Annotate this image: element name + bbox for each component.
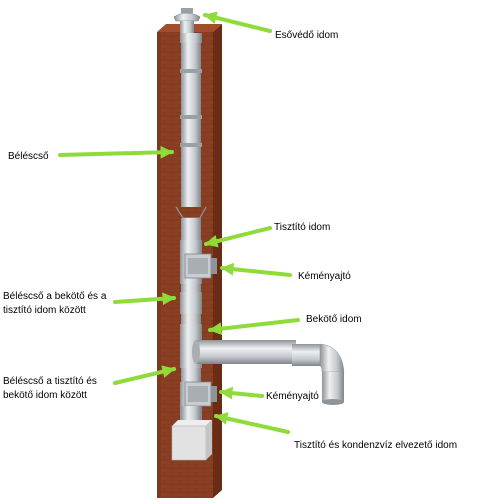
arrow-condensate-piece [214,412,290,434]
label-liner-between-connector-cleaning-line2: tisztító idom között [3,305,86,316]
label-liner: Béléscső [8,151,49,162]
callout-arrows [58,11,300,434]
label-liner-between-cleaning-connector-line1: Béléscső a tisztító és [3,376,97,387]
rain-cap-part [173,8,201,33]
condensate-base-part [171,420,212,461]
label-liner-between-connector-cleaning-line1: Béléscső a bekötő és a [3,291,107,302]
liner-mid-part [180,284,202,324]
cleaning-piece-lower-part [180,381,217,424]
liner-lower-part [181,368,201,382]
label-rain-cap: Esővédő idom [275,30,339,41]
label-cleaning-piece: Tisztító idom [274,222,331,233]
arrow-chimney-door-1 [220,262,292,277]
connector-piece-part [180,324,345,405]
arrow-rain-cap [203,11,272,33]
label-chimney-door-2: Kéményajtó [266,391,319,402]
arrow-chimney-door-2 [219,386,264,400]
cleaning-piece-part [180,240,217,284]
label-cleaning-condensate-piece: Tisztító és kondenzvíz elvezető idom [294,440,458,451]
label-chimney-door-1: Kéményajtó [298,271,351,282]
arrow-liner-between-1 [113,292,176,306]
arrow-liner-between-2 [113,365,176,385]
liner-pipe [175,33,207,240]
arrow-cleaning-piece [204,226,272,248]
label-liner-between-cleaning-connector-line2: bekötő idom között [3,390,87,401]
arrow-connector-piece [208,318,300,336]
label-connector-piece: Bekötő idom [306,314,362,325]
arrow-liner [58,145,174,159]
